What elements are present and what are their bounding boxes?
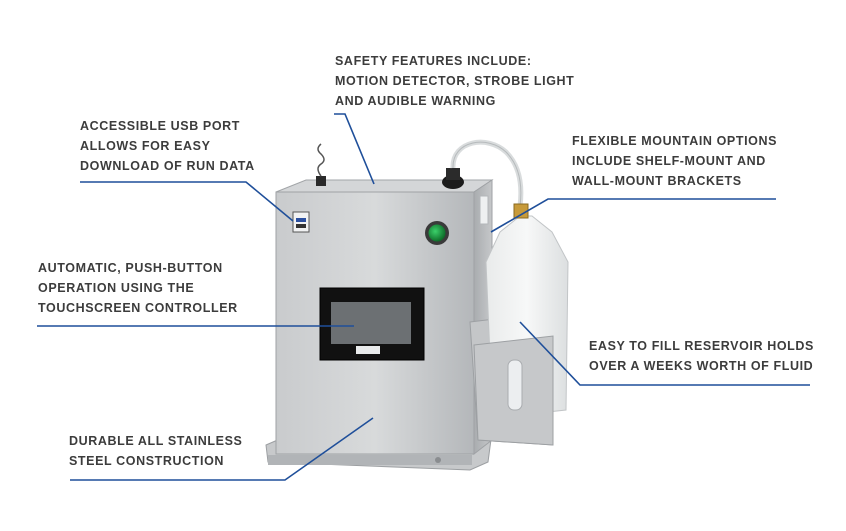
leader-line-reservoir xyxy=(519,321,810,386)
strobe-light xyxy=(316,176,326,186)
leader-line-mounting xyxy=(490,198,776,233)
callout-safety-line-2: MOTION DETECTOR, STROBE LIGHT xyxy=(335,74,575,88)
callout-reservoir-line-2: OVER A WEEKS WORTH OF FLUID xyxy=(589,359,814,373)
callout-usb-port: ACCESSIBLE USB PORT ALLOWS FOR EASY DOWN… xyxy=(80,116,255,176)
callout-mounting-line-1: FLEXIBLE MOUNTAIN OPTIONS xyxy=(572,134,778,148)
callout-touchscreen: AUTOMATIC, PUSH-BUTTON OPERATION USING T… xyxy=(38,258,238,318)
usb-port xyxy=(292,211,310,233)
touchscreen-controller xyxy=(319,287,425,361)
leader-lines xyxy=(37,113,810,481)
callout-touchscreen-line-1: AUTOMATIC, PUSH-BUTTON xyxy=(38,261,223,275)
callout-construction-line-2: STEEL CONSTRUCTION xyxy=(69,454,225,468)
callout-safety-features: SAFETY FEATURES INCLUDE: MOTION DETECTOR… xyxy=(335,51,574,111)
callout-touchscreen-line-2: OPERATION USING THE xyxy=(38,281,195,295)
base-screw-right xyxy=(435,457,441,463)
callout-touchscreen-line-3: TOUCHSCREEN CONTROLLER xyxy=(38,301,238,315)
callout-usb-line-3: DOWNLOAD OF RUN DATA xyxy=(80,159,255,173)
callout-construction-line-1: DURABLE ALL STAINLESS xyxy=(69,434,243,448)
leader-line-usb xyxy=(80,181,294,222)
callout-construction: DURABLE ALL STAINLESS STEEL CONSTRUCTION xyxy=(69,431,242,471)
green-start-button xyxy=(425,221,449,245)
callout-mounting-line-3: WALL-MOUNT BRACKETS xyxy=(572,174,742,188)
callout-safety-line-1: SAFETY FEATURES INCLUDE: xyxy=(335,54,532,68)
leader-line-construction xyxy=(70,417,374,481)
callout-mounting-options: FLEXIBLE MOUNTAIN OPTIONS INCLUDE SHELF-… xyxy=(572,131,777,191)
callout-usb-line-1: ACCESSIBLE USB PORT xyxy=(80,119,241,133)
callout-mounting-line-2: INCLUDE SHELF-MOUNT AND xyxy=(572,154,766,168)
callout-reservoir-line-1: EASY TO FILL RESERVOIR HOLDS xyxy=(589,339,814,353)
leader-line-safety xyxy=(334,113,375,185)
callout-usb-line-2: ALLOWS FOR EASY xyxy=(80,139,211,153)
callout-safety-line-3: AND AUDIBLE WARNING xyxy=(335,94,496,108)
reservoir-assembly xyxy=(469,203,569,446)
top-fittings xyxy=(316,143,464,189)
callout-reservoir: EASY TO FILL RESERVOIR HOLDS OVER A WEEK… xyxy=(589,336,814,376)
